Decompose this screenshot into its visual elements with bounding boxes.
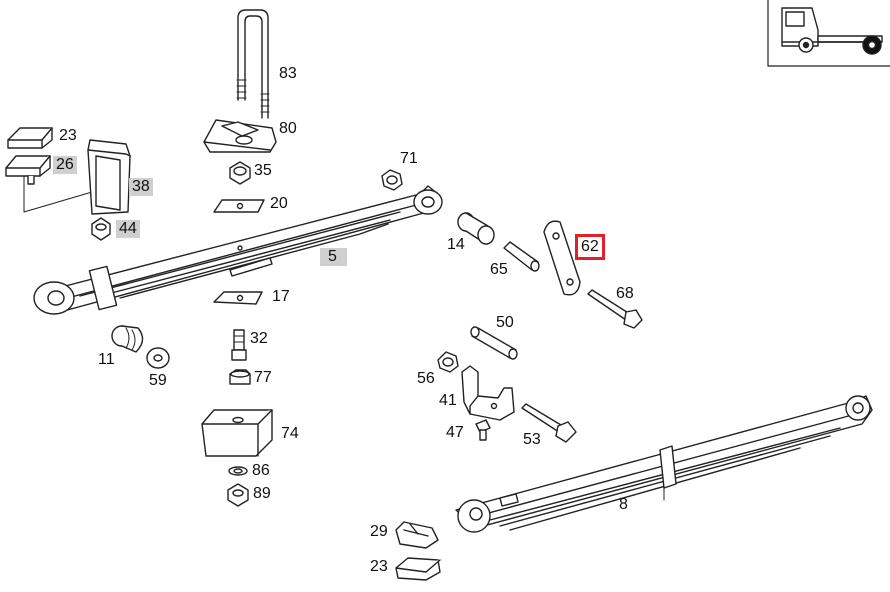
nut[interactable] [229, 161, 251, 185]
lower-plate[interactable] [213, 291, 263, 305]
spring-clamp[interactable] [87, 139, 131, 215]
mounting-bracket[interactable] [461, 365, 515, 421]
part-label-35[interactable]: 35 [254, 162, 272, 179]
rubber-pad-lower[interactable] [395, 521, 439, 549]
shackle-bushing[interactable] [457, 212, 495, 245]
shackle-nut[interactable] [381, 169, 403, 191]
part-label-71[interactable]: 71 [400, 150, 418, 167]
guide-pin[interactable] [470, 326, 518, 360]
cap-nut[interactable] [229, 369, 251, 385]
part-label-32[interactable]: 32 [250, 330, 268, 347]
part-label-20[interactable]: 20 [270, 195, 288, 212]
part-label-29[interactable]: 29 [370, 523, 388, 540]
part-label-80[interactable]: 80 [279, 120, 297, 137]
shim-plate[interactable] [213, 199, 265, 213]
part-label-77[interactable]: 77 [254, 369, 272, 386]
spring-washer[interactable] [228, 466, 248, 476]
rubber-pad[interactable] [7, 127, 53, 149]
part-label-56[interactable]: 56 [417, 370, 435, 387]
part-label-83[interactable]: 83 [279, 65, 297, 82]
part-label-53[interactable]: 53 [523, 431, 541, 448]
part-label-5[interactable]: 5 [320, 248, 347, 266]
pivot-bolt[interactable] [521, 403, 577, 443]
saddle-plate[interactable] [203, 119, 277, 153]
long-bolt[interactable] [587, 289, 643, 329]
truck-rear-axle-icon[interactable] [767, 0, 890, 67]
part-label-89[interactable]: 89 [253, 485, 271, 502]
part-label-47[interactable]: 47 [446, 424, 464, 441]
part-label-23-top[interactable]: 23 [59, 127, 77, 144]
part-label-23-bottom[interactable]: 23 [370, 558, 388, 575]
clamp-nut[interactable] [91, 217, 111, 241]
rubber-pad-bottom[interactable] [395, 557, 441, 581]
part-label-62-selected[interactable]: 62 [575, 234, 605, 260]
front-leaf-spring[interactable] [33, 185, 443, 315]
part-label-68[interactable]: 68 [616, 285, 634, 302]
thrust-washer[interactable] [146, 347, 170, 369]
part-label-59[interactable]: 59 [149, 372, 167, 389]
small-bolt[interactable] [475, 419, 491, 441]
shackle-plate[interactable] [543, 220, 581, 296]
part-label-50[interactable]: 50 [496, 314, 514, 331]
spacer-block[interactable] [201, 409, 273, 457]
part-label-86[interactable]: 86 [252, 462, 270, 479]
part-label-17[interactable]: 17 [272, 288, 290, 305]
bolt[interactable] [231, 329, 247, 361]
part-label-8[interactable]: 8 [619, 496, 628, 513]
shackle-pin[interactable] [503, 241, 540, 272]
part-label-44[interactable]: 44 [116, 220, 140, 238]
part-label-14[interactable]: 14 [447, 236, 465, 253]
part-label-41[interactable]: 41 [439, 392, 457, 409]
rear-leaf-spring[interactable] [455, 395, 873, 533]
part-label-65[interactable]: 65 [490, 261, 508, 278]
u-bolt[interactable] [236, 9, 270, 119]
bracket-nut[interactable] [437, 351, 459, 373]
part-label-38[interactable]: 38 [129, 178, 153, 196]
part-label-26[interactable]: 26 [53, 156, 77, 174]
lower-nut[interactable] [227, 483, 249, 507]
part-label-74[interactable]: 74 [281, 425, 299, 442]
rubber-bushing[interactable] [111, 325, 144, 353]
bump-stop[interactable] [5, 155, 93, 213]
part-label-11[interactable]: 11 [98, 351, 115, 368]
